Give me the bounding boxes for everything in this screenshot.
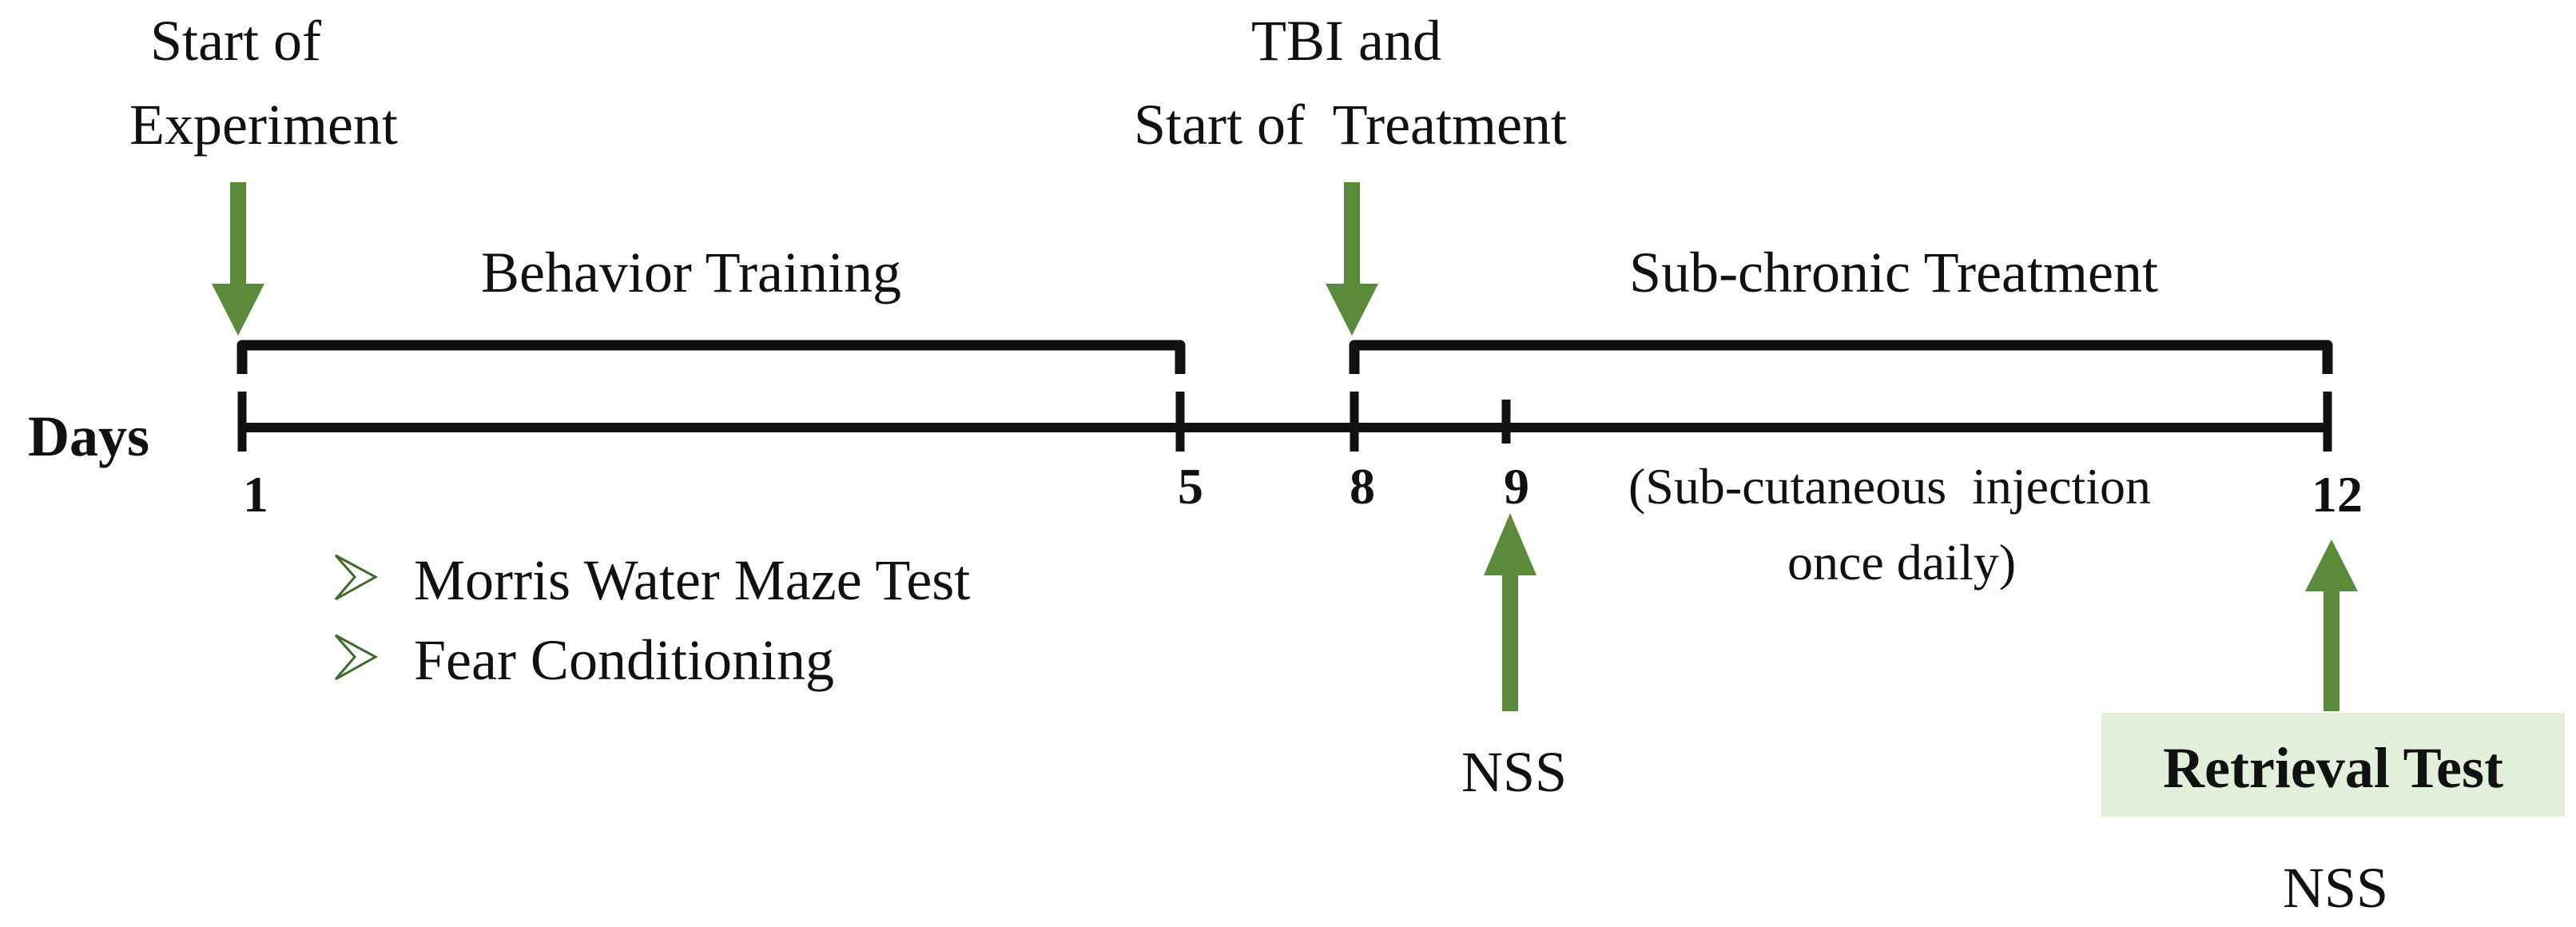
start-event-label-line2: Experiment <box>129 93 398 157</box>
training-test-item-2: Fear Conditioning <box>334 628 834 692</box>
arrow-bullet-icon <box>334 554 379 601</box>
tick-day-9: 9 <box>1501 400 1529 515</box>
day12-assessment-nss: NSS <box>2283 856 2388 920</box>
tick-label-day-9: 9 <box>1504 458 1529 515</box>
tick-label-day-12: 12 <box>2312 466 2363 523</box>
day9-assessment-nss: NSS <box>1461 740 1567 804</box>
start-event-label-line1: Start of <box>150 9 321 73</box>
tick-day-8: 8 <box>1350 392 1375 515</box>
tick-day-5: 5 <box>1175 392 1203 515</box>
phase-label-subchronic-treatment: Sub-chronic Treatment <box>1629 241 2158 304</box>
tbi-event-label-line2: Start of Treatment <box>1134 93 1567 157</box>
phase-label-behavior-training: Behavior Training <box>481 241 901 304</box>
retrieval-test-label: Retrieval Test <box>2163 736 2503 800</box>
training-test-label: Fear Conditioning <box>414 628 834 692</box>
training-test-item-1: Morris Water Maze Test <box>334 548 970 612</box>
tbi-down-arrow-icon <box>1326 182 1378 336</box>
injection-note-line2: once daily) <box>1787 534 2016 591</box>
tick-label-day-8: 8 <box>1350 458 1375 515</box>
tick-label-day-5: 5 <box>1178 458 1203 515</box>
day9-up-arrow-icon <box>1484 513 1536 711</box>
retrieval-test-box <box>2101 713 2565 817</box>
tick-label-day-1: 1 <box>243 466 268 523</box>
days-axis-label: Days <box>28 404 149 468</box>
bracket-behavior-training <box>237 340 1186 374</box>
tick-day-1: 1 <box>237 392 268 523</box>
tbi-event-label-line1: TBI and <box>1251 9 1441 73</box>
start-down-arrow-icon <box>212 182 264 336</box>
day12-up-arrow-icon <box>2305 539 2358 711</box>
arrow-bullet-icon <box>334 634 379 681</box>
injection-note-line1: (Sub-cutaneous injection <box>1628 458 2151 515</box>
bracket-subchronic-treatment <box>1349 340 2333 374</box>
tick-day-12: 12 <box>2312 392 2363 523</box>
training-test-label: Morris Water Maze Test <box>414 548 970 612</box>
